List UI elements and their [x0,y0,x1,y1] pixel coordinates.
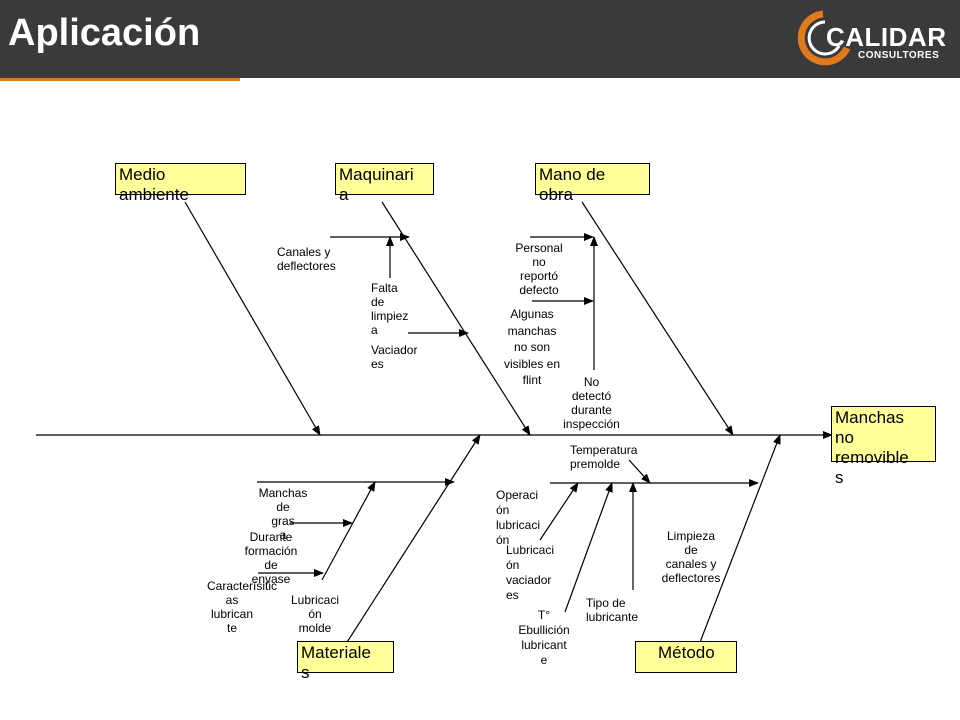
cause-falta-limpieza: Falta de limpiez a [371,281,409,337]
cause-canales-deflectores: Canales y deflectores [277,245,336,273]
effect-box: Manchas no removible s [831,406,936,487]
arrow-lubricacion-molde [321,481,376,581]
calidar-logo-icon [797,10,851,66]
category-mano-de-obra: Mano de obra [535,163,650,204]
bone-medio-ambiente [184,201,321,436]
cause-manchas-grasa: Manchas de gras a [258,486,308,542]
cause-temperatura-premolde: Temperatura premolde [570,443,638,471]
arrow-operacion [539,482,579,541]
cause-lubricacion-molde: Lubricaci ón molde [290,593,340,635]
cause-limpieza-canales: Limpieza de canales y deflectores [661,529,721,585]
arrow-temperatura [628,459,651,484]
logo-name: CALIDAR [826,22,947,52]
cause-vaciadores: Vaciador es [371,343,418,371]
header-accent-line [0,78,240,81]
cause-caracteristicas-lubricante: Caracterísitic as lubrican te [207,579,278,635]
cause-operacion-lubricacion: Operaci ón lubricaci ón [496,488,541,547]
cause-lubricacion-vaciadores: Lubricaci ón vaciador es [506,543,555,602]
bone-materiales [341,434,481,651]
bone-metodo [696,434,781,651]
cause-no-detecto: No detectó durante inspección [563,375,620,431]
cause-personal-no-reporto: Personal no reportó defecto [515,241,563,297]
category-materiales: Materiale s [297,641,394,682]
cause-t-ebullicion: T° Ebullición lubricant e [518,608,570,667]
bone-mano-de-obra [581,201,734,436]
category-medio-ambiente: Medio ambiente [115,163,246,204]
arrow-lubricacion-vaciadores [564,482,613,613]
category-metodo: Método [635,641,737,673]
category-maquinaria: Maquinari a [335,163,434,204]
cause-algunas-manchas: Algunas manchas no son visibles en flint [503,307,561,387]
cause-durante-formacion: Durante formación de envase [244,530,298,586]
page-title: Aplicación [8,12,201,54]
logo-subtitle: CONSULTORES [858,50,940,61]
cause-tipo-lubricante: Tipo de lubricante [586,596,639,624]
